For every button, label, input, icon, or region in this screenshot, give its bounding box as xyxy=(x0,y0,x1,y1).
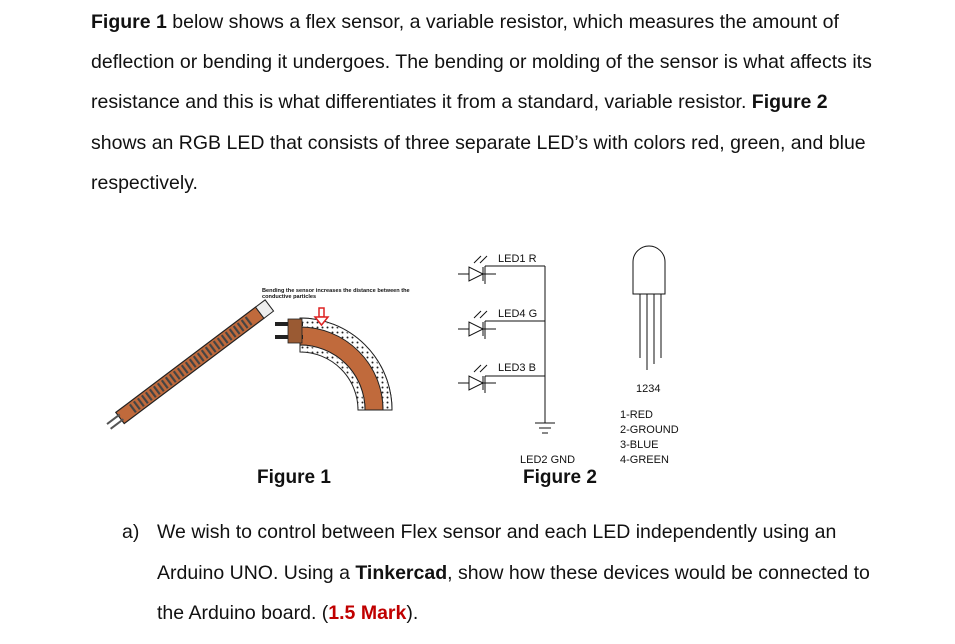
mark-value: 1.5 Mark xyxy=(328,602,407,624)
intro-paragraph: Figure 1 below shows a flex sensor, a va… xyxy=(91,2,881,203)
flex-annotation: Bending the sensor increases the distanc… xyxy=(262,288,410,301)
led3-label: LED3 B xyxy=(498,362,536,374)
pin-numbers: 1234 xyxy=(636,383,660,395)
figure-1-reference: Figure 1 xyxy=(91,11,167,33)
led-diode-symbols xyxy=(458,255,496,391)
pin-legend-ground: 2-GROUND xyxy=(620,424,679,436)
intro-text-2: shows an RGB LED that consists of three … xyxy=(91,131,866,194)
intro-text-1: below shows a flex sensor, a variable re… xyxy=(91,11,872,114)
question-label: a) xyxy=(122,521,140,543)
figure-2-caption: Figure 2 xyxy=(523,467,597,488)
question-text: We wish to control between Flex sensor a… xyxy=(157,512,877,634)
pin-legend-green: 4-GREEN xyxy=(620,454,669,466)
rgb-led-package-icon xyxy=(632,245,666,370)
question-text-mid: , show how these devices would be connec… xyxy=(157,561,870,625)
bend-arrow-icon xyxy=(313,307,330,327)
pin-legend-blue: 3-BLUE xyxy=(620,439,659,451)
rgb-led-schematic xyxy=(484,265,555,434)
flex-sensor-illustration: Bending the sensor increases the distanc… xyxy=(106,288,410,430)
figure-2-reference: Figure 2 xyxy=(751,91,828,114)
tool-name: Tinkercad xyxy=(355,561,448,584)
question-text-start: We wish to control between Flex sensor a… xyxy=(157,521,837,584)
question-text-end: ). xyxy=(406,602,419,624)
gnd-label: LED2 GND xyxy=(520,454,575,466)
pin-legend-red: 1-RED xyxy=(620,409,653,421)
figure-1-caption: Figure 1 xyxy=(257,467,331,488)
led1-label: LED1 R xyxy=(498,253,537,265)
led4-label: LED4 G xyxy=(498,308,537,320)
